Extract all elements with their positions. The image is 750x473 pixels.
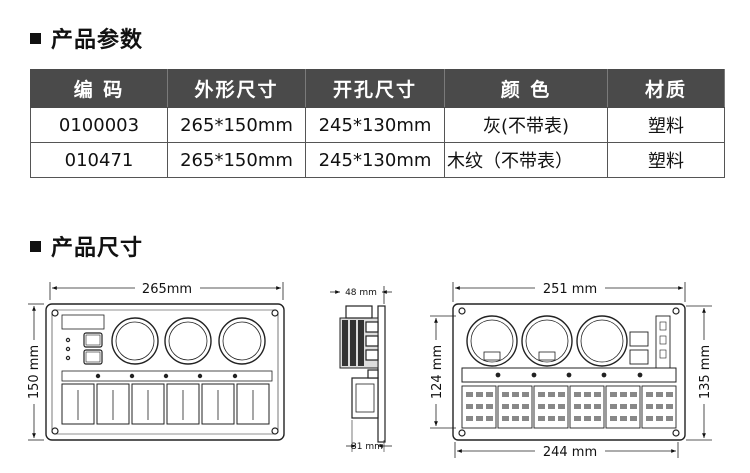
table-header-row: 编 码 外形尺寸 开孔尺寸 颜 色 材质 xyxy=(30,69,725,108)
front-view xyxy=(28,282,285,441)
square-bullet-icon xyxy=(30,32,41,44)
params-section-title: 产品参数 xyxy=(30,22,143,54)
cell-cutout-size: 245*130mm xyxy=(305,142,445,178)
side-top-label: 48 mm xyxy=(345,288,377,298)
side-bottom-label: 31 mm xyxy=(351,442,383,452)
front-height-label: 150 mm xyxy=(27,345,42,399)
cell-code: 010471 xyxy=(30,142,168,178)
back-bottom-label: 244 mm xyxy=(543,445,597,460)
table-row: 0100003 265*150mm 245*130mm 灰(不带表) 塑料 xyxy=(30,107,725,143)
size-title-text: 产品尺寸 xyxy=(51,236,144,261)
header-cutout-size: 开孔尺寸 xyxy=(305,69,445,108)
back-top-label: 251 mm xyxy=(543,282,597,297)
cell-material: 塑料 xyxy=(607,107,725,143)
square-bullet-icon xyxy=(30,240,41,252)
header-color: 颜 色 xyxy=(444,69,608,108)
front-width-label: 265mm xyxy=(142,282,192,297)
header-material: 材质 xyxy=(607,69,725,108)
side-view xyxy=(330,286,392,452)
size-section-title: 产品尺寸 xyxy=(30,230,143,262)
back-view xyxy=(430,282,712,458)
cell-code: 0100003 xyxy=(30,107,168,143)
cell-outer-size: 265*150mm xyxy=(167,142,306,178)
spec-table: 编 码 外形尺寸 开孔尺寸 颜 色 材质 0100003 265*150mm 2… xyxy=(30,69,725,178)
cell-color: 木纹（不带表） xyxy=(444,142,608,178)
cell-material: 塑料 xyxy=(607,142,725,178)
header-outer-size: 外形尺寸 xyxy=(167,69,306,108)
table-row: 010471 265*150mm 245*130mm 木纹（不带表） 塑料 xyxy=(30,142,725,178)
back-right-label: 135 mm xyxy=(698,345,713,399)
header-code: 编 码 xyxy=(30,69,168,108)
params-title-text: 产品参数 xyxy=(51,28,144,53)
back-left-label: 124 mm xyxy=(430,345,445,399)
cell-outer-size: 265*150mm xyxy=(167,107,306,143)
cell-color: 灰(不带表) xyxy=(444,107,608,143)
